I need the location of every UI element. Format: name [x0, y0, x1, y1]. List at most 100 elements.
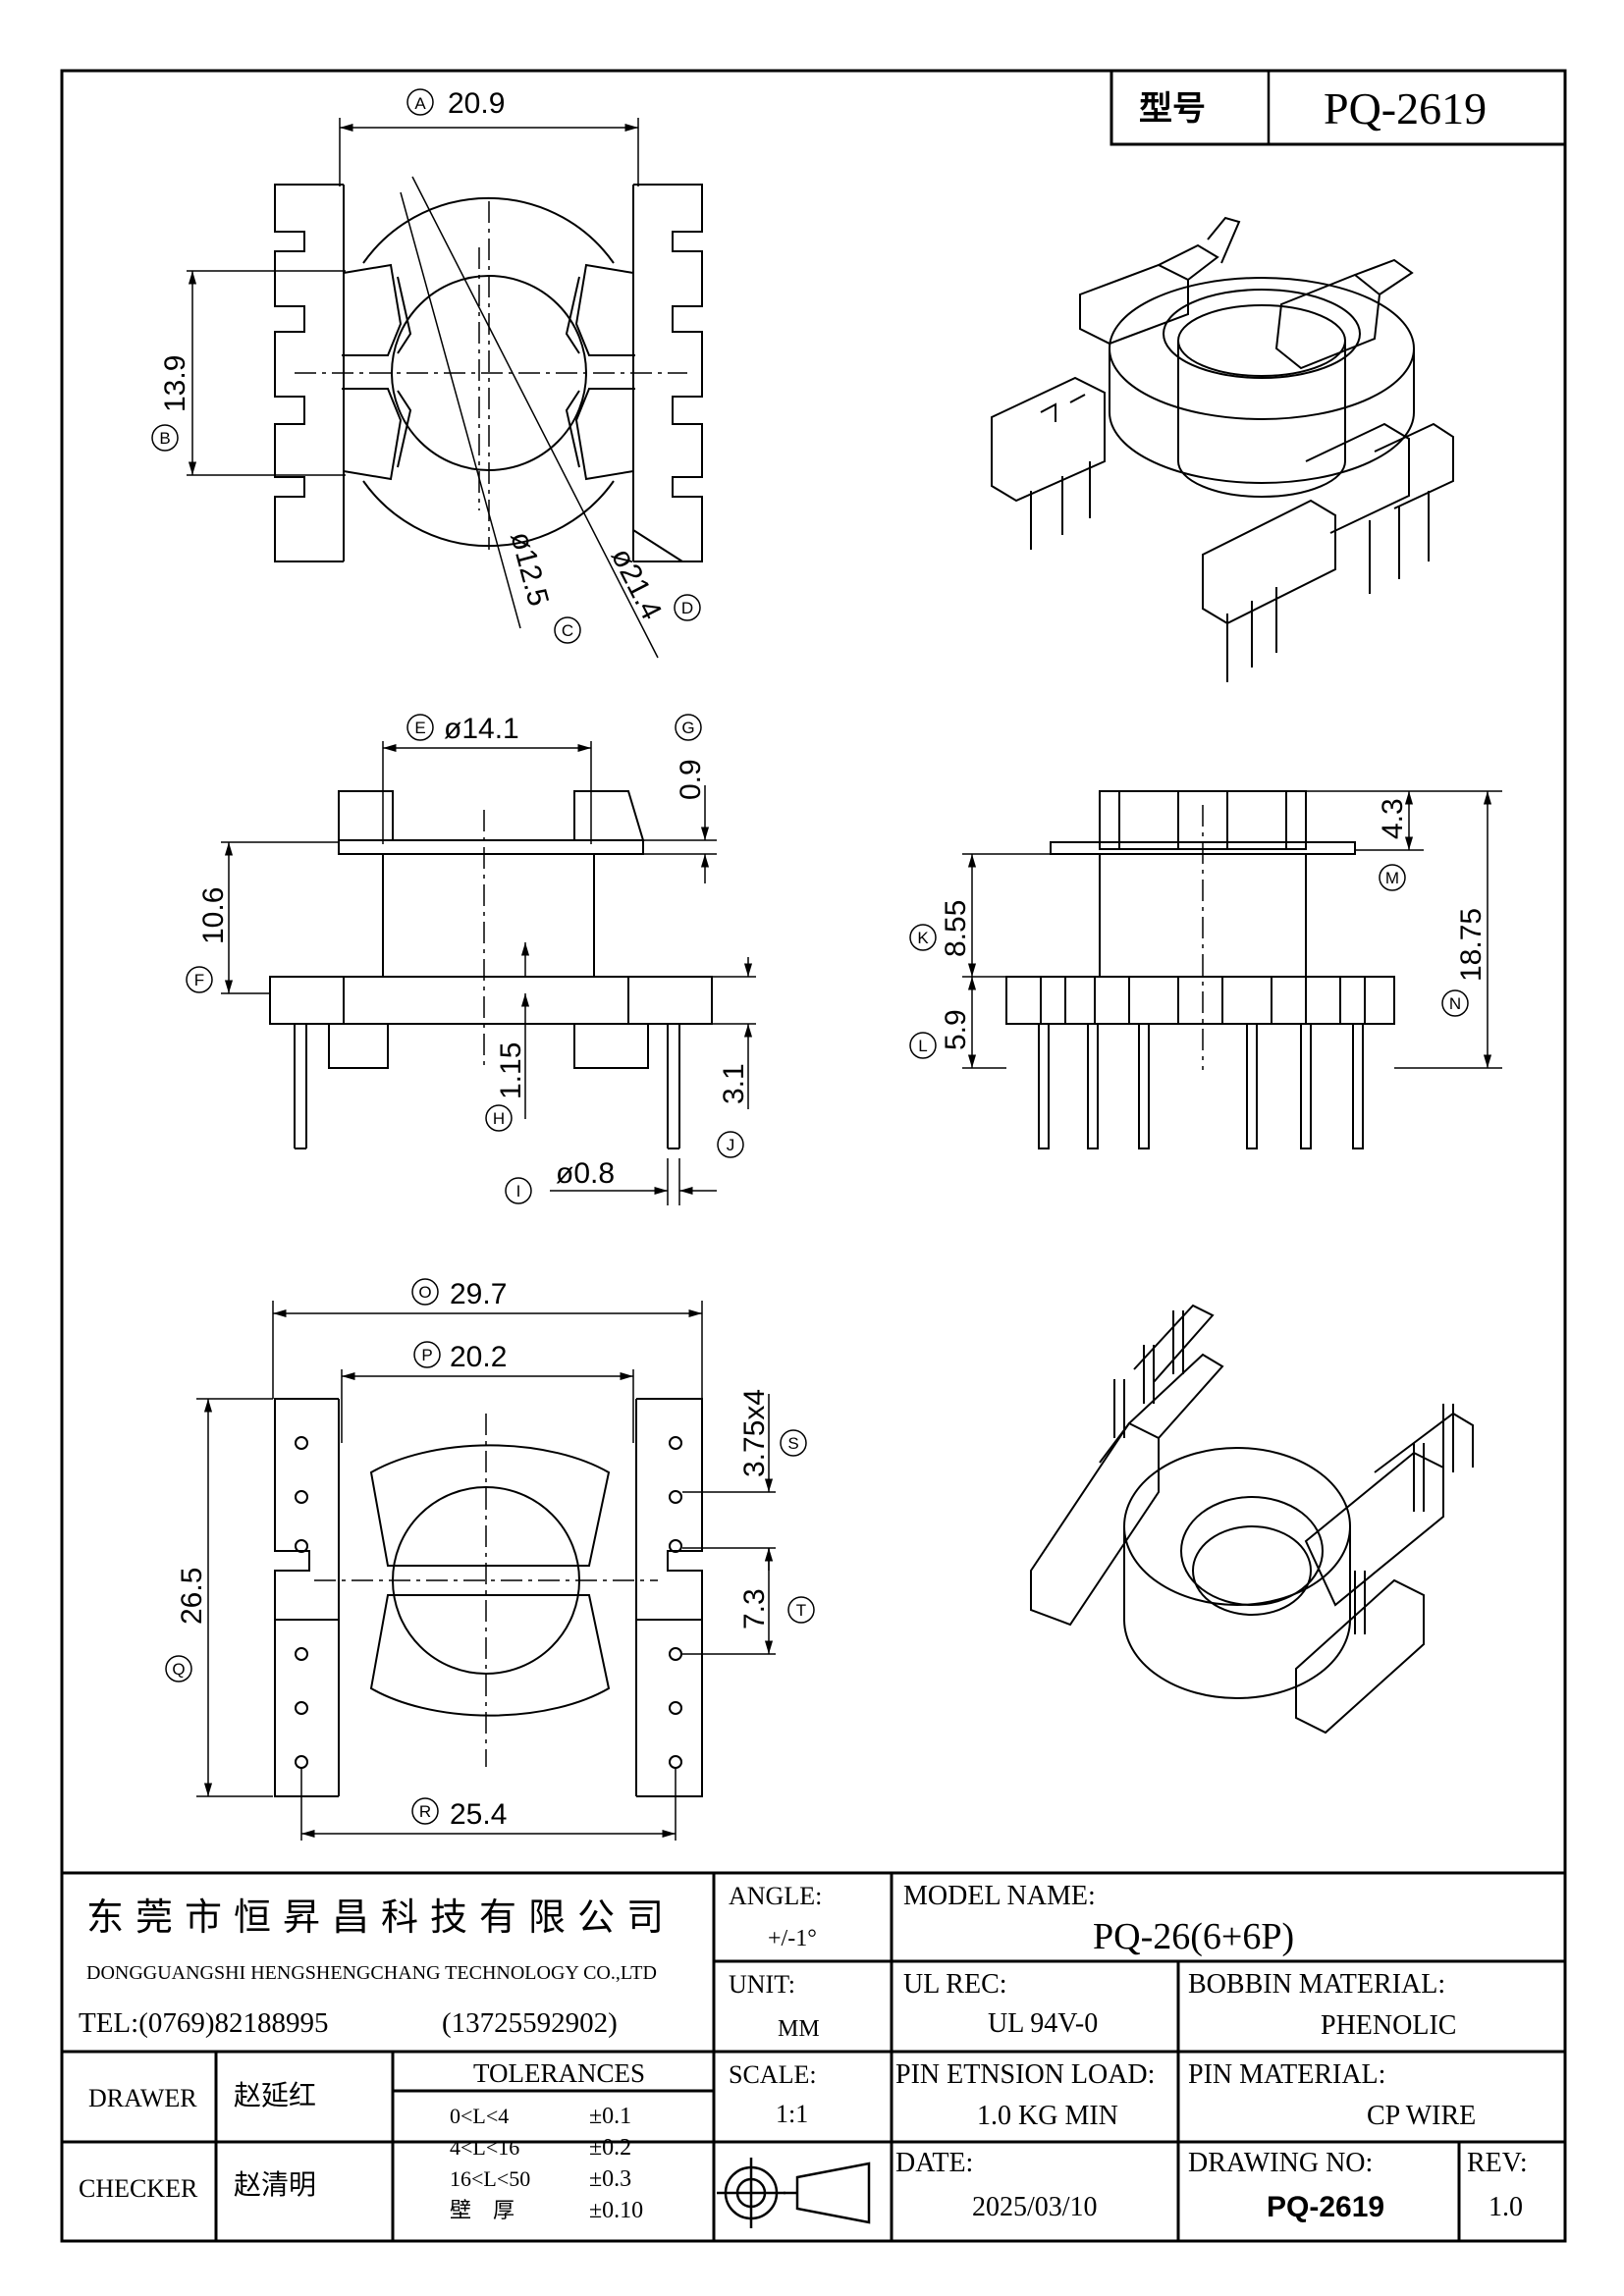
dim-B-value: 13.9 [159, 355, 191, 412]
dim-P: P 20.2 [341, 1341, 634, 1443]
dim-J: 3.1 J [712, 957, 756, 1158]
dim-H: 1.15 H [485, 942, 530, 1132]
ul-value: UL 94V-0 [988, 2008, 1098, 2039]
bottom-view [274, 1398, 703, 1797]
dim-P-value: 20.2 [450, 1341, 507, 1373]
dim-K: K 8.55 [909, 853, 1051, 978]
dim-E-value: ø14.1 [444, 713, 519, 745]
tolerance-range: 壁 厚 [450, 2198, 514, 2222]
angle-label: ANGLE: [729, 1882, 822, 1910]
dim-I-value: ø0.8 [556, 1157, 615, 1190]
angle-cell: ANGLE: +/-1° [729, 1882, 822, 1951]
dim-Q-value: 26.5 [176, 1568, 208, 1625]
model-cell: MODEL NAME: PQ-26(6+6P) [903, 1881, 1294, 1957]
dim-L-value: 5.9 [940, 1009, 972, 1050]
ul-cell: UL REC: UL 94V-0 [903, 1969, 1098, 2039]
dim-T-letter: T [796, 1601, 806, 1620]
dim-S: 3.75x4 S [682, 1389, 807, 1571]
dim-L: L 5.9 [909, 977, 1006, 1069]
dim-O-letter: O [418, 1283, 431, 1302]
iso-view-bottom [1030, 1304, 1474, 1735]
dim-R-value: 25.4 [450, 1798, 507, 1831]
tolerances-label: TOLERANCES [473, 2058, 645, 2088]
type-label: 型号 [1139, 90, 1206, 128]
dim-J-value: 3.1 [718, 1063, 750, 1104]
dim-C-D: ø12.5 C ø21.4 D [400, 176, 701, 659]
title-block [60, 1871, 1567, 2243]
scale-label: SCALE: [729, 2060, 817, 2089]
drawer-label: DRAWER [88, 2084, 197, 2112]
dim-P-letter: P [421, 1346, 432, 1364]
bobbin-label: BOBBIN MATERIAL: [1188, 1969, 1445, 2000]
pin-material-cell: PIN MATERIAL: CP WIRE [1188, 2059, 1476, 2131]
side-view [1005, 790, 1395, 1149]
tolerance-table: TOLERANCES 0<L<4 ±0.1 4<L<16 ±0.2 16<L<5… [450, 2058, 645, 2223]
dim-F-letter: F [194, 971, 204, 989]
dim-G-letter: G [681, 719, 694, 737]
signature-cells: DRAWER 赵延红 CHECKER 赵清明 [79, 2080, 316, 2203]
drawing-no-label: DRAWING NO: [1188, 2148, 1373, 2178]
dim-O: O 29.7 [272, 1278, 703, 1399]
dim-H-letter: H [493, 1109, 505, 1128]
dim-K-letter: K [917, 929, 929, 947]
tolerance-range: 16<L<50 [450, 2166, 530, 2191]
dim-Q: 26.5 Q [165, 1398, 273, 1797]
dim-A-value: 20.9 [448, 87, 505, 120]
dim-I-letter: I [516, 1182, 521, 1201]
dim-E-letter: E [414, 719, 425, 737]
dim-M-letter: M [1385, 869, 1399, 887]
tolerance-range: 0<L<4 [450, 2104, 509, 2128]
dim-R: R 25.4 [300, 1767, 677, 1841]
drawing-no-value: PQ-2619 [1267, 2191, 1384, 2223]
company-info: 东莞市恒昇昌科技有限公司 DONGGUANGSHI HENGSHENGCHANG… [79, 1897, 676, 2039]
model-value: PQ-26(6+6P) [1093, 1916, 1294, 1957]
dim-N-letter: N [1449, 994, 1461, 1013]
dim-K-value: 8.55 [940, 900, 972, 957]
unit-label: UNIT: [729, 1970, 795, 1999]
company-name-cn: 东莞市恒昇昌科技有限公司 [86, 1897, 676, 1939]
date-value: 2025/03/10 [972, 2192, 1098, 2222]
part-number-box: 型号 PQ-2619 [1110, 69, 1567, 146]
pin-load-cell: PIN ETNSION LOAD: 1.0 KG MIN [895, 2059, 1155, 2131]
drawer-name: 赵延红 [234, 2080, 316, 2111]
scale-value: 1:1 [776, 2100, 808, 2128]
dim-T-value: 7.3 [738, 1588, 771, 1629]
dim-D-letter: D [681, 599, 693, 617]
dim-B-letter: B [159, 429, 170, 448]
bobbin-value: PHENOLIC [1321, 2010, 1456, 2041]
unit-cell: UNIT: MM [729, 1970, 820, 2042]
dim-J-letter: J [727, 1136, 735, 1154]
rev-value: 1.0 [1489, 2192, 1523, 2222]
dim-A: A 20.9 [339, 87, 639, 187]
tolerance-value: ±0.3 [589, 2166, 631, 2192]
company-tel: TEL:(0769)82188995 [79, 2007, 329, 2039]
pin-material-value: CP WIRE [1367, 2101, 1476, 2131]
company-mobile: (13725592902) [442, 2007, 618, 2039]
drawing-no-cell: DRAWING NO: PQ-2619 [1188, 2148, 1384, 2223]
pin-material-label: PIN MATERIAL: [1188, 2059, 1385, 2090]
rev-label: REV: [1467, 2148, 1528, 2178]
dim-C-letter: C [562, 621, 573, 640]
tolerance-value: ±0.10 [589, 2198, 643, 2223]
front-view [269, 790, 713, 1149]
dim-O-value: 29.7 [450, 1278, 507, 1310]
dim-D-value: ø21.4 [605, 543, 668, 624]
projection-symbol [717, 2158, 871, 2228]
unit-value: MM [778, 2016, 820, 2042]
dim-I: I ø0.8 [505, 1157, 717, 1205]
pin-load-label: PIN ETNSION LOAD: [895, 2059, 1155, 2090]
dim-E: E ø14.1 [382, 713, 592, 844]
dim-G: G 0.9 [643, 714, 717, 883]
dim-M: 4.3 M [1306, 790, 1424, 891]
dim-B: B 13.9 [151, 270, 346, 476]
rev-cell: REV: 1.0 [1467, 2148, 1528, 2222]
pin-load-value: 1.0 KG MIN [977, 2101, 1118, 2131]
bottom-view-centerlines [314, 1414, 658, 1767]
dim-Q-letter: Q [172, 1660, 185, 1679]
dim-T: 7.3 T [682, 1548, 815, 1655]
tolerance-value: ±0.1 [589, 2104, 631, 2129]
model-label: MODEL NAME: [903, 1881, 1096, 1911]
dim-H-value: 1.15 [495, 1042, 527, 1099]
dim-S-letter: S [787, 1434, 798, 1453]
